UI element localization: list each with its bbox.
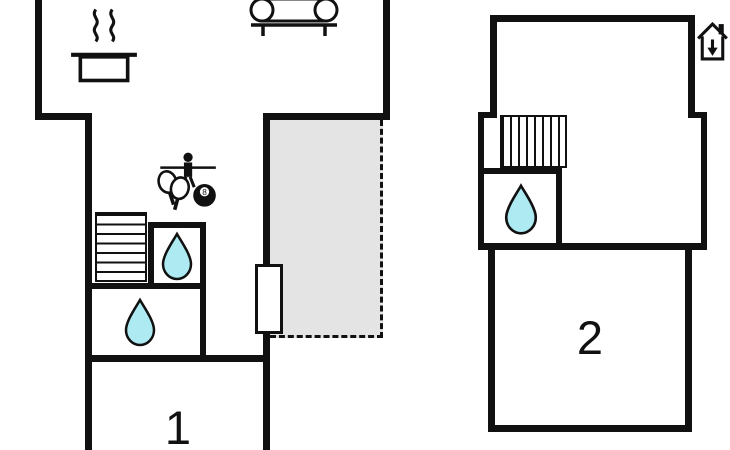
wall-segment (488, 425, 692, 432)
wall-segment (35, 113, 92, 120)
wall-segment (490, 15, 695, 22)
sofa-icon (249, 0, 339, 36)
wall-segment (484, 168, 562, 174)
wall-segment (478, 112, 484, 250)
wall-segment (688, 15, 695, 118)
stairs-icon (500, 115, 567, 168)
wall-segment (263, 113, 390, 120)
wall-segment (85, 113, 92, 450)
wall-segment (150, 222, 206, 228)
wall-segment (478, 112, 497, 118)
eight-ball-number: 8 (202, 188, 207, 197)
wall-segment (701, 112, 707, 250)
games-icon: 8 (157, 152, 216, 211)
terrace-area (270, 120, 383, 338)
foosball-player-icon (183, 152, 193, 162)
wall-segment (490, 15, 497, 118)
wall-segment (35, 0, 42, 120)
unit-2-label: 2 (576, 311, 604, 364)
door (255, 264, 283, 334)
wall-segment (383, 0, 390, 120)
wall-segment (90, 283, 206, 289)
unit-1-label: 1 (164, 401, 192, 450)
house-entrance-icon (697, 21, 728, 61)
wall-segment (488, 243, 495, 432)
wall-segment (685, 243, 692, 432)
wall-segment (688, 112, 707, 118)
wall-segment (478, 243, 707, 250)
water-drop-icon (124, 297, 156, 347)
stairs-icon (95, 212, 147, 282)
water-drop-icon (504, 183, 538, 235)
wall-segment (148, 222, 154, 289)
water-drop-icon (161, 231, 193, 281)
wall-segment (200, 222, 206, 362)
wall-segment (85, 355, 270, 362)
cooking-pot-icon (71, 8, 137, 83)
wall-segment (556, 168, 562, 250)
